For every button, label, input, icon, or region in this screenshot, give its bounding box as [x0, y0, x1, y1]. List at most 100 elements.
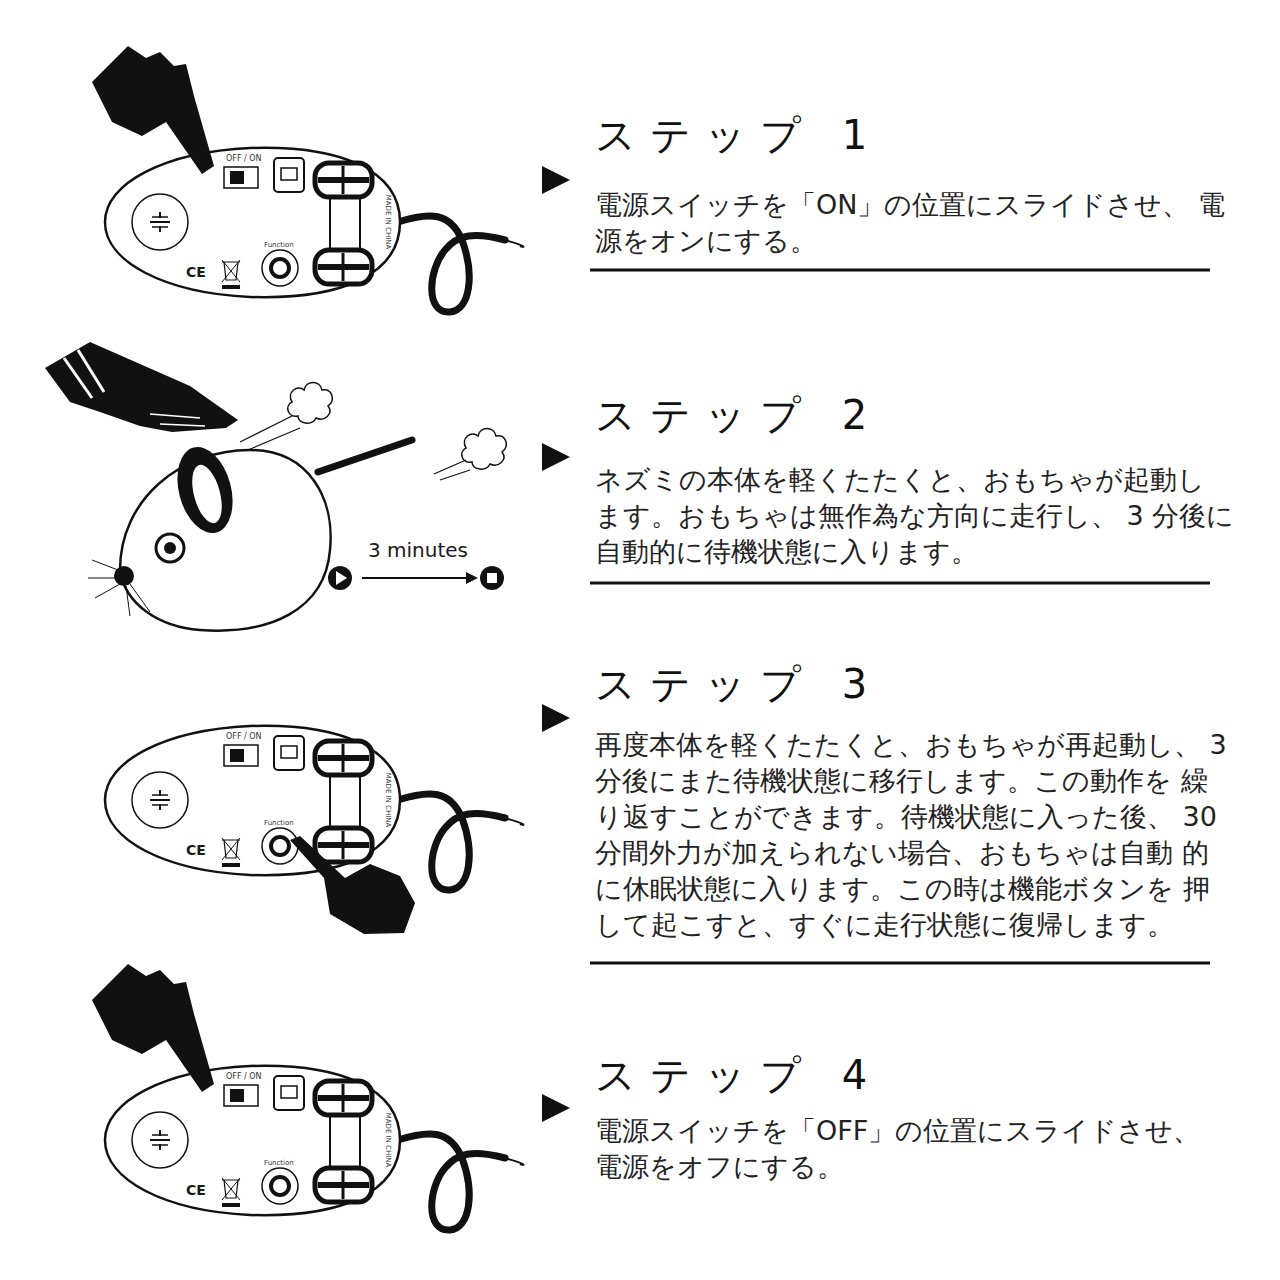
wheel-hub: [342, 1084, 345, 1112]
sensor-housing: [274, 736, 304, 770]
wheel-hub: [342, 831, 345, 859]
duration-label: 3 minutes: [368, 538, 468, 562]
switch-label: OFF / ON: [226, 732, 262, 741]
finger-line: [150, 414, 205, 426]
wheel: [315, 250, 372, 284]
wheel: [315, 741, 372, 775]
origin-mark: MADE IN CHINA: [384, 1113, 392, 1168]
cover-mark: [152, 1134, 168, 1136]
step-title: ステップ 1: [595, 108, 881, 163]
step-title: ステップ 4: [595, 1048, 881, 1103]
bin-cross: [222, 260, 240, 282]
time-arrowhead: [466, 572, 478, 584]
cover-mark: [152, 216, 168, 218]
whisker: [95, 584, 120, 598]
mouse-bottom-view: [92, 964, 523, 1230]
step-arrow: [542, 443, 570, 471]
cuff-stripe: [64, 350, 104, 398]
bin-bar: [222, 1203, 240, 1207]
mouse-side-view: [45, 342, 506, 631]
step-text: 再度本体を軽くたたくと、おもちゃが再起動し、 3 分後にまた待機状態に移行します…: [595, 727, 1235, 943]
motion-line: [248, 428, 300, 450]
function-button-ring: [262, 828, 298, 864]
tapping-hand: [45, 342, 238, 432]
wheel-hub: [342, 744, 345, 772]
switch-slider: [230, 749, 244, 762]
axle: [330, 773, 360, 829]
cover-mark: [152, 226, 168, 228]
mouse-bottom-view: [105, 726, 523, 934]
impact-puff: [462, 429, 507, 470]
pupil: [164, 542, 176, 554]
switch-label: OFF / ON: [226, 154, 262, 163]
axle: [330, 195, 360, 251]
impact-puff: [288, 383, 333, 424]
cover-mark: [150, 1139, 170, 1141]
cover-mark: [150, 221, 170, 223]
step-text: 電源スイッチを「OFF」の位置にスライドさせ、 電源をオフにする。: [595, 1113, 1235, 1185]
step-text: ネズミの本体を軽くたたくと、おもちゃが起動し ます。おもちゃは無作為な方向に走行…: [595, 462, 1235, 570]
whisker: [88, 578, 118, 579]
wheel-hub: [342, 1171, 345, 1199]
switch-label: OFF / ON: [226, 1072, 262, 1081]
battery-cover: [132, 194, 188, 250]
bin-cross: [222, 838, 240, 860]
wheel: [315, 828, 372, 862]
pointing-hand: [92, 964, 214, 1092]
play-triangle: [336, 571, 347, 585]
power-switch: [224, 745, 258, 766]
wheel-hub: [342, 253, 345, 281]
stop-square: [487, 573, 497, 583]
motion-line: [434, 460, 466, 474]
whisker: [130, 584, 150, 612]
sensor-housing: [274, 158, 304, 192]
mouse-body-outline: [105, 726, 400, 875]
separator-line: [590, 582, 1210, 585]
power-switch: [224, 1085, 258, 1106]
step-arrow: [542, 166, 570, 194]
tail: [398, 1134, 505, 1230]
origin-mark: MADE IN CHINA: [384, 195, 392, 250]
power-switch: [224, 167, 258, 188]
sensor-housing: [274, 1076, 304, 1110]
function-button-ring: [262, 1168, 298, 1204]
bin-bar: [222, 863, 240, 867]
separator-line: [590, 962, 1210, 965]
function-button: [271, 837, 289, 855]
bin-bar: [222, 285, 240, 289]
pointing-hand: [290, 836, 415, 934]
step-title: ステップ 3: [595, 657, 881, 712]
cover-mark: [152, 1144, 168, 1146]
sensor-window: [281, 746, 297, 758]
function-button: [271, 1177, 289, 1195]
button-label: Function: [264, 241, 294, 249]
function-button-ring: [262, 250, 298, 286]
bin-cross: [222, 1178, 240, 1200]
eye: [156, 534, 184, 562]
motion-line: [440, 470, 470, 480]
wheel: [315, 1081, 372, 1115]
tail: [318, 440, 412, 472]
cover-mark: [152, 804, 168, 806]
whisker: [92, 560, 118, 570]
battery-cover: [132, 772, 188, 828]
step-arrow: [542, 704, 570, 732]
motion-line: [240, 416, 292, 442]
cover-mark: [150, 799, 170, 801]
sensor-window: [281, 1086, 297, 1098]
function-button: [271, 259, 289, 277]
wheel: [315, 163, 372, 197]
origin-mark: MADE IN CHINA: [384, 773, 392, 828]
tail: [398, 216, 505, 312]
step-arrow: [542, 1094, 570, 1122]
wheel: [315, 1168, 372, 1202]
mouse-body-outline: [105, 1066, 400, 1215]
tail: [398, 794, 505, 890]
step-text: 電源スイッチを「ON」の位置にスライドさせ、 電源をオンにする。: [595, 187, 1235, 259]
ce-mark: CE: [186, 1182, 206, 1198]
stop-icon: [480, 566, 504, 590]
switch-slider: [230, 1089, 244, 1102]
switch-slider: [230, 171, 244, 184]
time-arrow: [362, 577, 468, 579]
